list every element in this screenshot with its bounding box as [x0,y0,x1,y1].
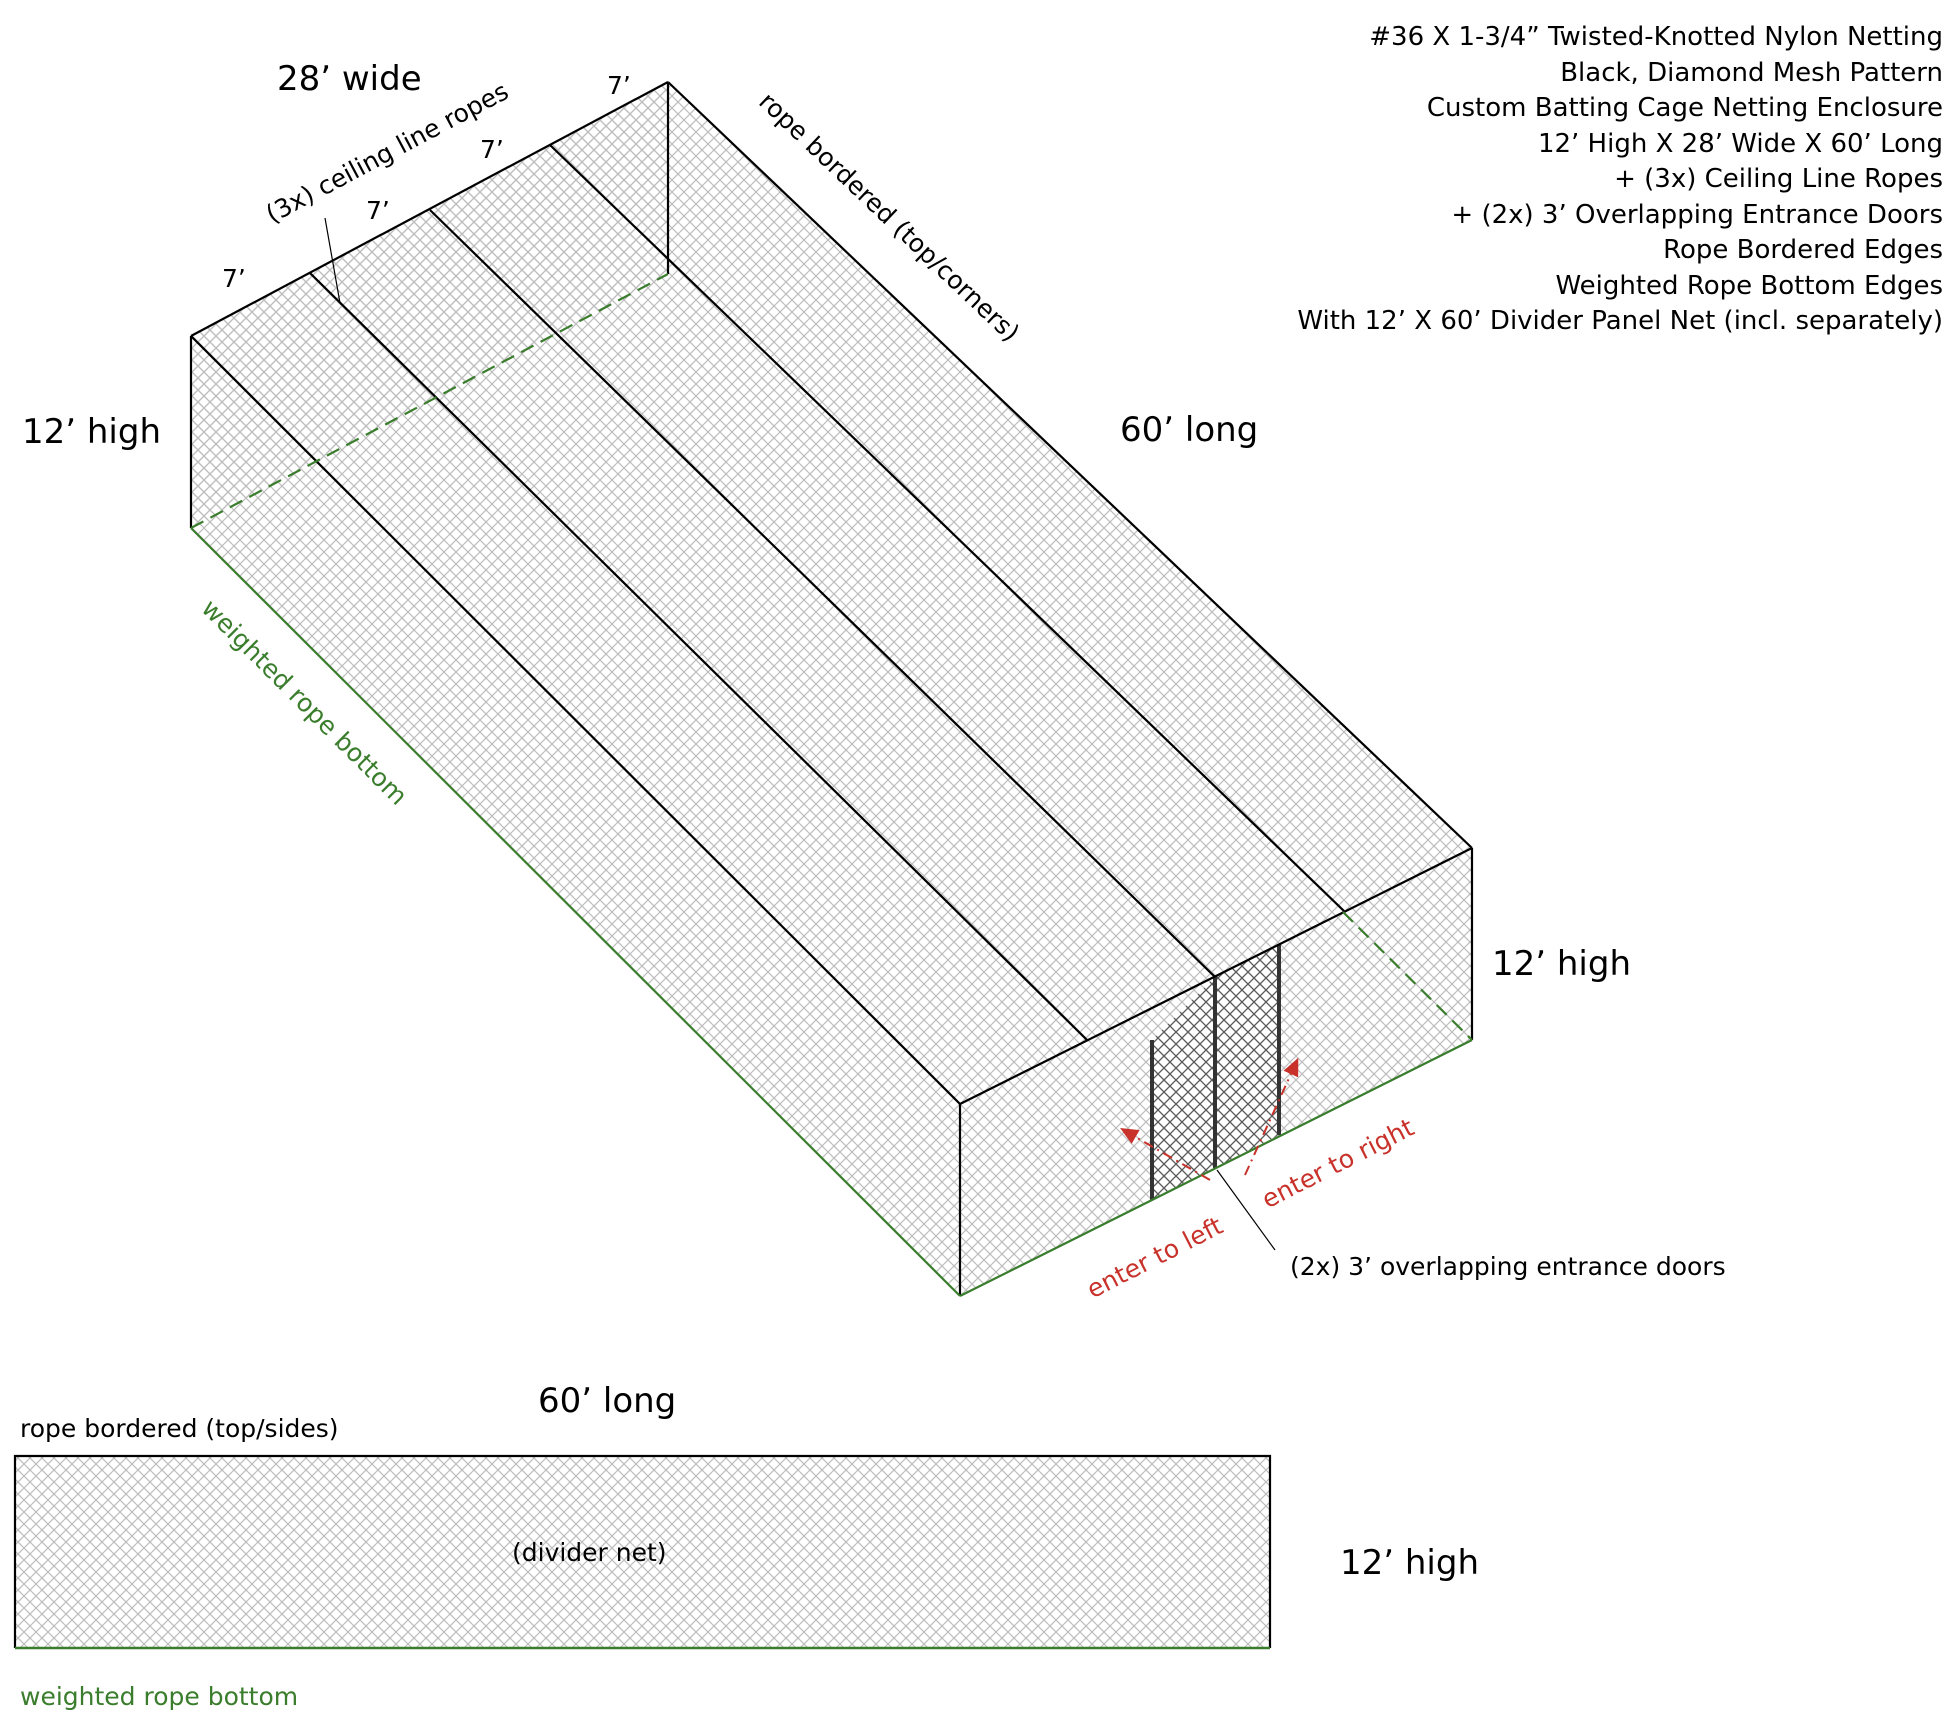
spec-line: + (2x) 3’ Overlapping Entrance Doors [1451,199,1943,230]
section-label-2: 7’ [366,196,390,225]
spec-line: Rope Bordered Edges [1663,235,1943,265]
length-label: 60’ long [1120,410,1259,450]
spec-list: #36 X 1-3/4” Twisted-Knotted Nylon Netti… [1297,20,1943,340]
width-label: 28’ wide [277,59,422,99]
divider-panel [13,1454,1272,1650]
entrance-doors [1150,944,1281,1200]
spec-line: 12’ High X 28’ Wide X 60’ Long [1537,128,1943,159]
spec-line: + (3x) Ceiling Line Ropes [1614,164,1943,194]
leader-lines [324,217,1276,1251]
divider-length-label: 60’ long [538,1381,677,1421]
section-label-1: 7’ [222,264,246,293]
height-label-left: 12’ high [22,412,162,452]
entrance-arrows [1120,1057,1299,1181]
divider-height-label: 12’ high [1340,1543,1480,1583]
weighted-bottom-edges [190,273,1473,1297]
spec-line: With 12’ X 60’ Divider Panel Net (incl. … [1297,306,1943,336]
spec-line: #36 X 1-3/4” Twisted-Knotted Nylon Netti… [1369,22,1943,52]
rope-border-edges [189,81,1474,1296]
ceiling-ropes [309,144,1345,1041]
divider-top-label: rope bordered (top/sides) [20,1414,339,1443]
doors-label: (2x) 3’ overlapping entrance doors [1290,1252,1726,1281]
spec-line: Black, Diamond Mesh Pattern [1560,57,1943,88]
spec-line: Custom Batting Cage Netting Enclosure [1426,93,1943,123]
divider-bottom-label: weighted rope bottom [20,1682,299,1711]
divider-center-label: (divider net) [512,1538,667,1567]
height-label-right: 12’ high [1492,944,1632,984]
section-label-4: 7’ [607,71,631,100]
spec-line: Weighted Rope Bottom Edges [1555,270,1943,301]
section-label-3: 7’ [480,135,504,164]
